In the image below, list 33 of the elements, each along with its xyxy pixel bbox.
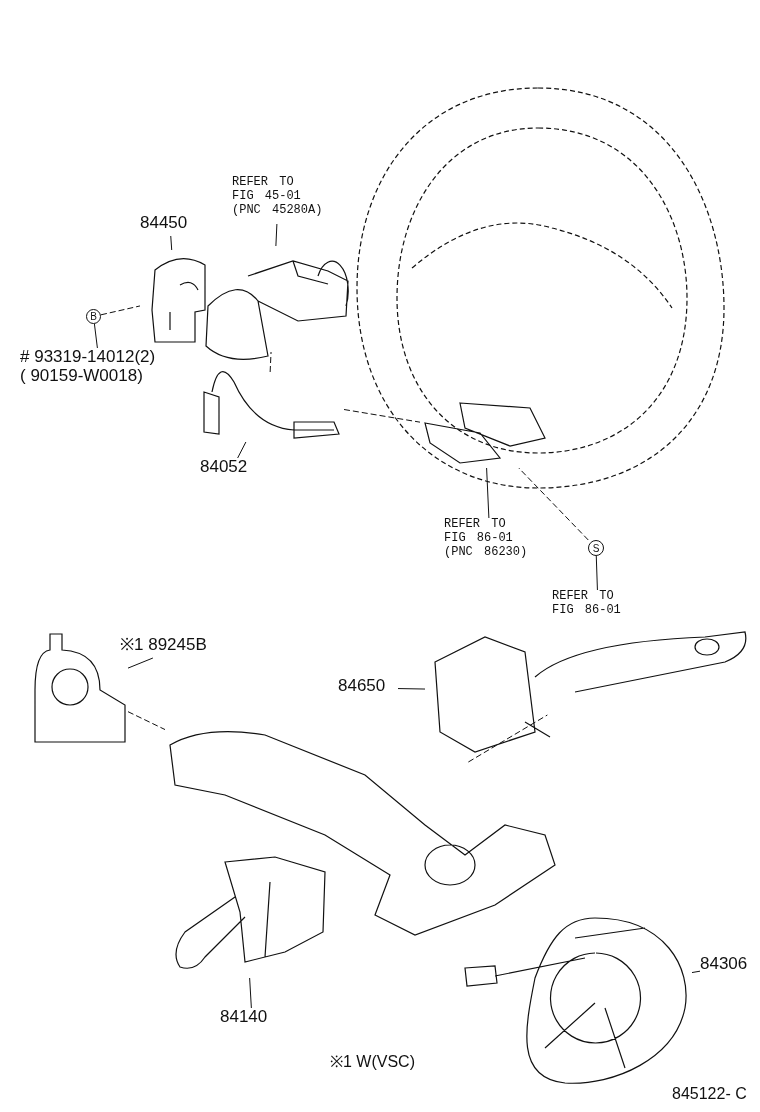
figure-number: 845122- C <box>672 1085 747 1103</box>
leader-line <box>275 223 278 247</box>
dashed-line <box>127 711 166 731</box>
leader-line <box>691 970 701 974</box>
part-number: ※1 89245B <box>120 636 208 655</box>
callout-letter: B <box>90 311 97 322</box>
leader-line <box>93 323 98 349</box>
callout-circle <box>86 309 101 324</box>
callout-circle <box>588 540 604 556</box>
part-number: 84450 <box>140 214 189 233</box>
leader-line <box>486 467 490 519</box>
leader-line <box>595 555 598 591</box>
leader-line <box>249 977 252 1009</box>
dashed-line <box>269 351 272 373</box>
dashed-line <box>467 714 548 763</box>
reference-note: REFER TO FIG 45-01 (PNC 45280A) <box>232 176 324 218</box>
part-number: 84140 <box>220 1008 269 1027</box>
part-number: 84306 <box>700 955 749 974</box>
dashed-line <box>518 467 589 541</box>
part-number: 84650 <box>338 677 387 696</box>
dashed-line <box>100 305 141 316</box>
leader-line <box>397 688 426 690</box>
part-number: 84052 <box>200 458 249 477</box>
part-number: # 93319-14012(2) <box>20 348 157 367</box>
leader-line <box>170 235 173 251</box>
footnote: ※1 W(VSC) <box>330 1052 415 1072</box>
leader-line <box>237 441 247 459</box>
leader-line <box>127 657 154 669</box>
reference-note: REFER TO FIG 86-01 <box>552 590 622 618</box>
callout-letter: S <box>592 542 600 554</box>
dashed-line <box>343 409 421 423</box>
part-number: ( 90159-W0018) <box>20 366 144 386</box>
reference-note: REFER TO FIG 86-01 (PNC 86230) <box>444 518 529 560</box>
